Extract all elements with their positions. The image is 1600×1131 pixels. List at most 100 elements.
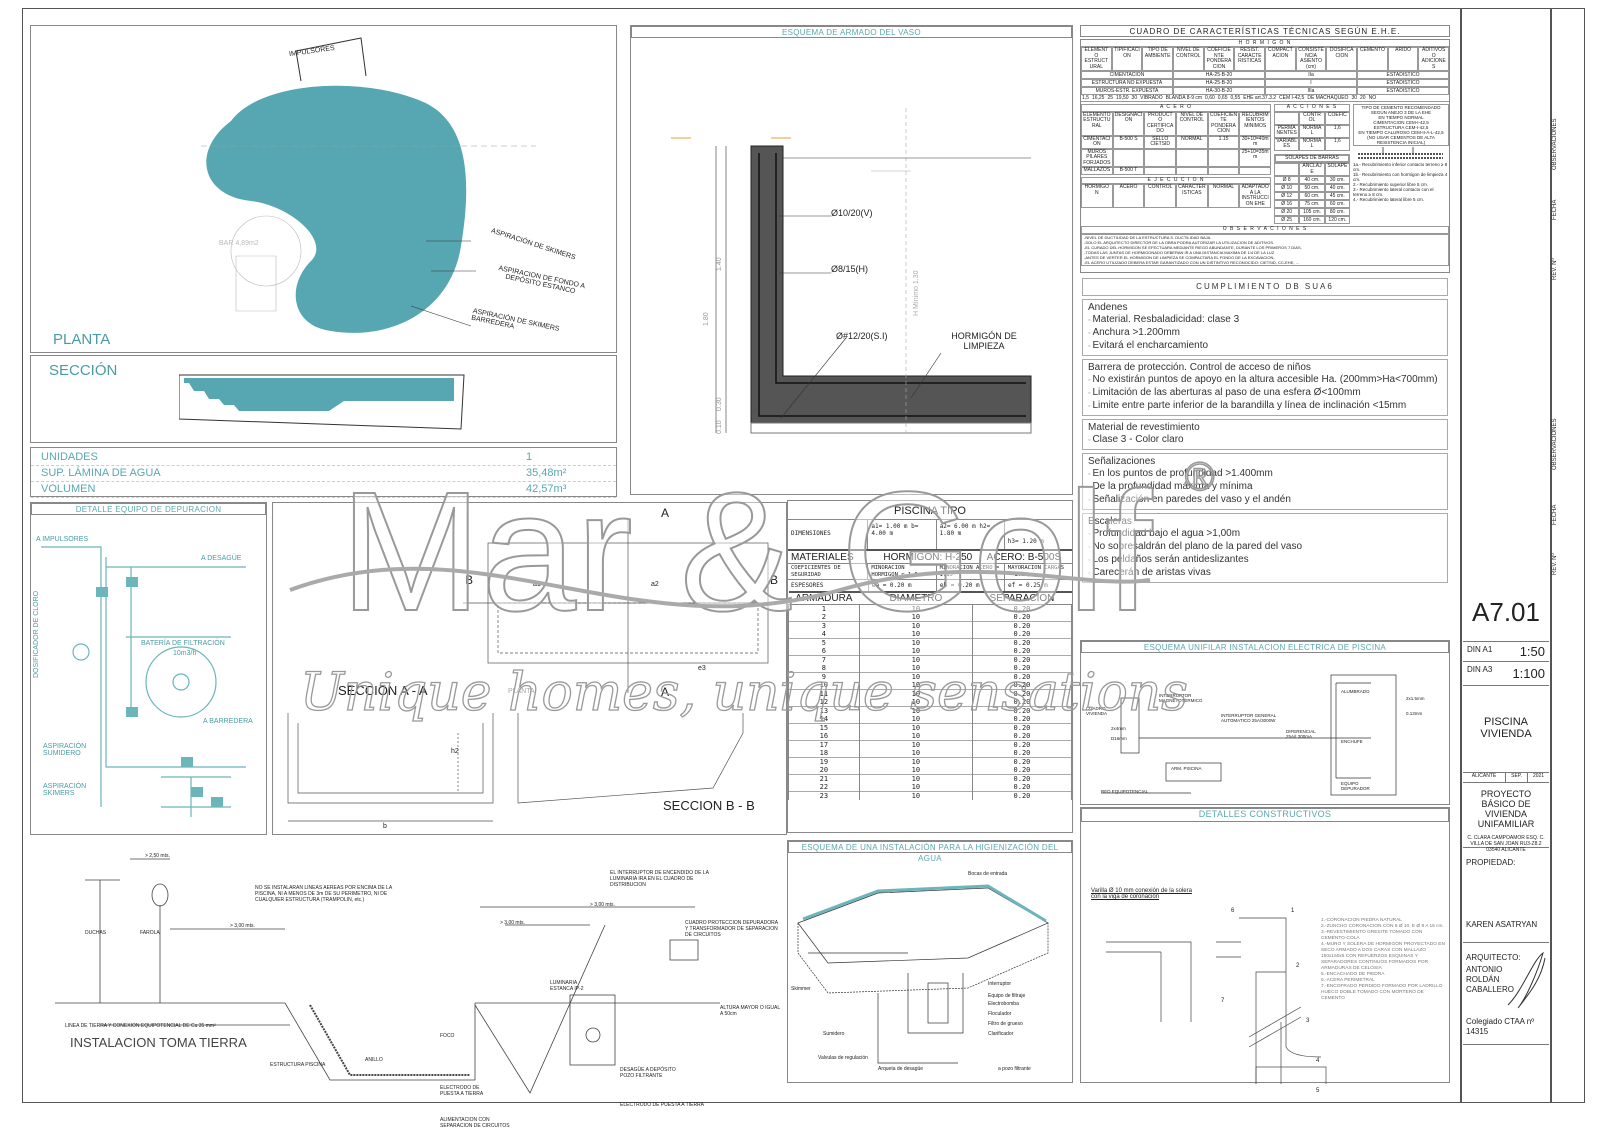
armadura-number: 2 [788, 613, 860, 622]
dim-a1-b: a1= 1.00 m b= 4.00 m [868, 520, 937, 549]
separacion-value: 0.20 [971, 723, 1073, 732]
project-name: PROYECTO BÁSICO DE VIVIENDA UNIFAMILIAR [1477, 789, 1535, 829]
dim-e3: e3 [698, 665, 706, 672]
dim-0-30: 0.30 [716, 397, 723, 411]
label-bar: BAR 4,89m2 [219, 240, 259, 247]
info-key: SUP. LÁMINA DE AGUA [41, 467, 161, 479]
detalle-note: 6.-ACERA PERIMETRAL [1321, 978, 1375, 983]
solapes-cell: Ø 25 [1274, 216, 1300, 224]
solapes-cell: 50 cm. [1299, 184, 1325, 192]
electrica-label: RED EQUIPOTENCIAL [1101, 789, 1149, 794]
label-sumidero: ASPIRACIÓN SUMIDERO [43, 743, 87, 757]
acero-cell [1239, 167, 1272, 175]
armadura-number: 9 [788, 672, 860, 681]
hormigon-value: DE MACHAQUEO [1307, 95, 1349, 101]
toma-tierra-label: ALIMENTACION CON SEPARACION DE CIRCUITOS [440, 1117, 510, 1129]
depuracion-drawing [41, 546, 246, 817]
observacion-line: -SOLO EL ARQUITECTO DIRECTOR DE LA OBRA … [1084, 239, 1275, 245]
label-rebar-slab: Ø#12/20(S.I) [836, 331, 888, 341]
sheet-code: A7.01 [1463, 582, 1549, 642]
acciones-cell: NORMAL [1299, 124, 1325, 138]
info-value: 1 [526, 451, 533, 463]
diametro-value: 10 [858, 647, 973, 656]
sua-item: Material. Resbaladicidad: clase 3 [1088, 314, 1442, 327]
higiene-label: Floculador [988, 1011, 1012, 1017]
separacion-value: 0.20 [971, 732, 1073, 741]
sua-group-heading: Andenes [1088, 302, 1128, 313]
diametro-value: 10 [858, 783, 973, 792]
info-key: UNIDADES [41, 451, 98, 463]
electrica-label: ARM. PISCINA [1171, 766, 1202, 771]
armadura-number: 13 [788, 706, 860, 715]
diametro-value: 10 [858, 630, 973, 639]
separacion-value: 0.20 [971, 647, 1073, 656]
hormigon-col: DOSIFICACION [1326, 47, 1358, 71]
coef-cargas: MAYORACION CARGAS = 1.6 [1007, 565, 1065, 578]
armadura-number: 5 [788, 638, 860, 647]
col-armadura: ARMADURA [788, 592, 860, 605]
detalle-note: 4.-MURO Y SOLERA DE HORMIGON PROYECTADO … [1321, 942, 1445, 971]
electrica-label: ENCHUFE [1341, 739, 1363, 744]
sheet-border [22, 8, 1585, 1103]
depuracion-panel: DETALLE EQUIPO DE DEPURACION A IMPULSORE… [30, 502, 267, 835]
diametro-value: 10 [858, 604, 973, 613]
separacion-value: 0.20 [971, 655, 1073, 664]
espesores-row: ESPESORES ea = 0.20 m eb = 0.20 m ef = 0… [788, 579, 1072, 591]
section-mark-a-top: A [661, 506, 670, 520]
seccion-a-a-label: SECCION A - A [338, 683, 428, 698]
hormigon-value: 0,60 [1205, 95, 1215, 101]
acero-cell: 25+10=35mm [1239, 148, 1272, 167]
toma-tierra-label: > 3,00 mts. [590, 902, 615, 908]
toma-tierra-label: > 3,00 mts. [500, 920, 525, 926]
hormigon-cell: ESTRUCTURA NO EXPUESTA [1081, 79, 1173, 87]
toma-tierra-drawing [55, 858, 720, 1094]
higiene-label: Bocas de entrada [968, 871, 1008, 877]
month: SEP. [1506, 773, 1528, 782]
acero-cell [1112, 148, 1145, 167]
dim-1-80: 1.80 [703, 312, 710, 326]
armadura-number: 4 [788, 630, 860, 639]
architect-label: ARQUITECTO: [1466, 953, 1521, 962]
coeficientes-label: COEFICIENTES DE SEGURIDAD [788, 564, 869, 579]
higiene-label: Valvulas de regulación [818, 1055, 868, 1061]
sua-group: Barrera de protección. Control de acceso… [1082, 359, 1448, 416]
solapes-cell: 45 cm. [1324, 192, 1350, 200]
hormigon-col: NIVEL DE CONTROL [1173, 47, 1204, 71]
acero-cell: MALLAZOS [1081, 167, 1113, 175]
recubrimiento-line: 3.- Recubrimiento lateral contacto con e… [1353, 187, 1434, 197]
electrica-label: 2x4mm [1111, 726, 1126, 731]
diametro-value: 10 [858, 749, 973, 758]
armadura-number: 21 [788, 774, 860, 783]
higiene-label: Clarificador [988, 1031, 1014, 1037]
acero-cell [1144, 167, 1177, 175]
armadura-number: 8 [788, 664, 860, 673]
observacion-line: -TODAS LAS JUNTAS DE HORMIGONADO DEBERAN… [1084, 249, 1275, 255]
diametro-value: 10 [858, 774, 973, 783]
year: 2021 [1532, 773, 1545, 779]
rev-label-2: REV. Nº [1552, 553, 1558, 575]
observaciones-header: O B S E R V A C I O N E S [1081, 226, 1449, 234]
sua-group-heading: Barrera de protección. Control de acceso… [1088, 362, 1311, 373]
hormigon-cell: HA-25-B-20 [1173, 71, 1265, 79]
separacion-value: 0.20 [971, 689, 1073, 698]
acciones-header: A C C I O N E S [1274, 104, 1350, 112]
observacion-line: -EL CURADO DEL HORMIGON SE EFECTUARA MED… [1084, 244, 1302, 250]
separacion-value: 0.20 [971, 749, 1073, 758]
higiene-label: a pozo filtrante [998, 1066, 1031, 1072]
detalle-note: 7.-ENCOFRADO PERDIDO FORMADO POR LADRILL… [1321, 984, 1443, 1001]
diametro-value: 10 [858, 638, 973, 647]
diametro-value: 10 [858, 715, 973, 724]
